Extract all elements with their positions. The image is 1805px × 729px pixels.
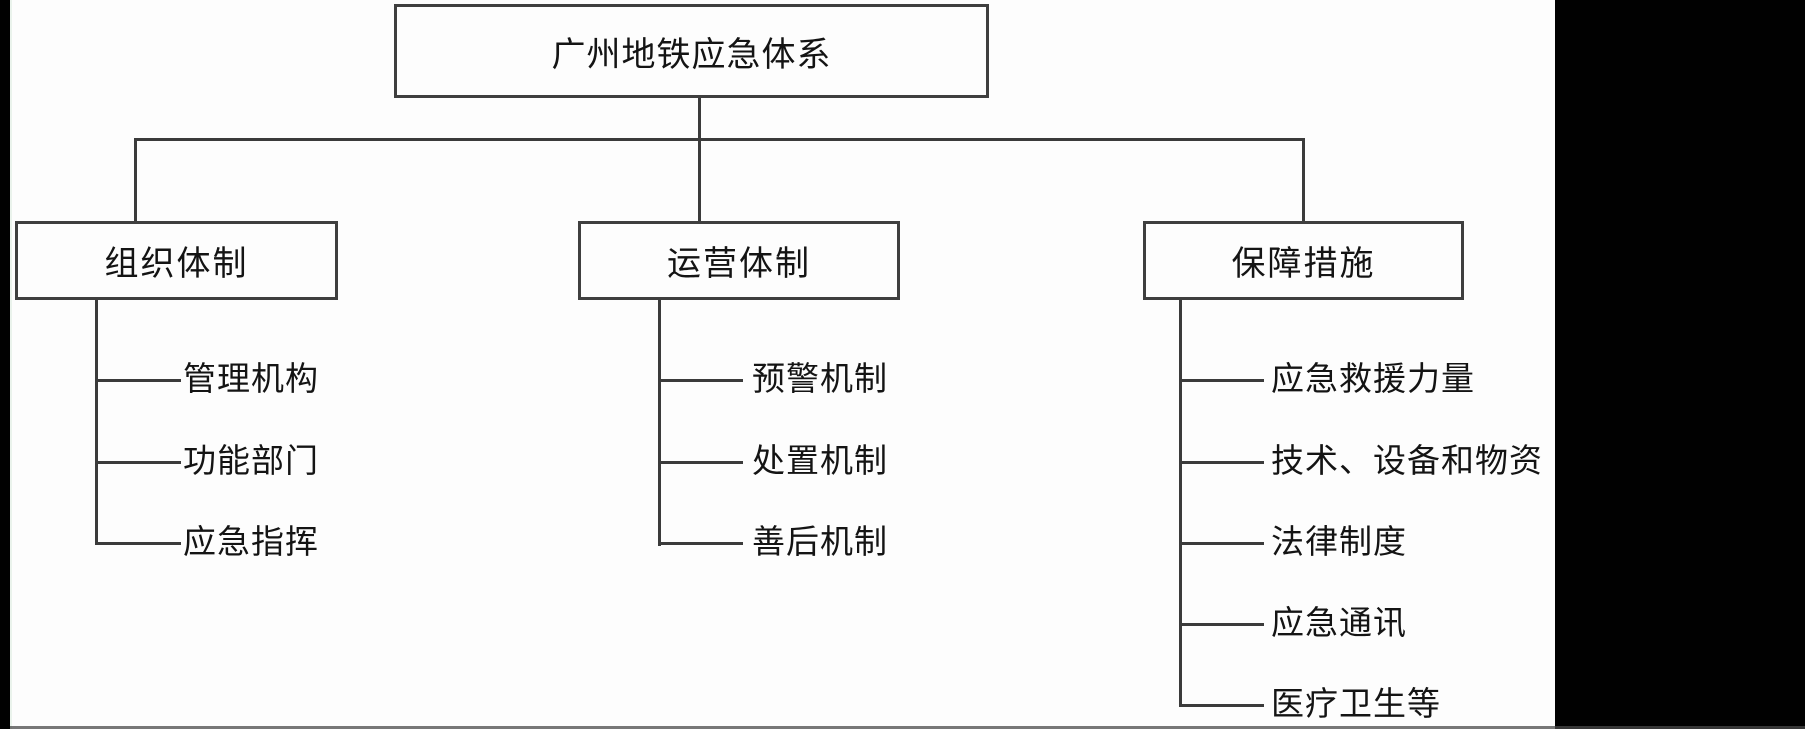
left-black-edge-bar (0, 0, 12, 729)
leaf-label: 功能部门 (183, 444, 319, 480)
leaf-tick-line (95, 542, 181, 545)
leaf-tick-line (95, 461, 181, 464)
leaf-label: 善后机制 (752, 525, 888, 561)
branch-drop-line-organization (134, 138, 137, 224)
leaf-tick-line (1179, 542, 1264, 545)
branch-stem-line-safeguard (1179, 299, 1182, 707)
leaf-label: 法律制度 (1271, 525, 1407, 561)
leaf-label: 应急救援力量 (1271, 362, 1475, 398)
leaf-label: 管理机构 (183, 362, 319, 398)
branch-stem-line-operation (658, 299, 661, 546)
horizontal-rail-line (134, 138, 1305, 141)
leaf-label: 应急通讯 (1271, 606, 1407, 642)
branch-node-label: 组织体制 (104, 246, 249, 283)
leaf-tick-line (1179, 704, 1264, 707)
leaf-label: 处置机制 (752, 444, 888, 480)
root-node-box: 广州地铁应急体系 (394, 4, 989, 98)
branch-drop-line-safeguard (1302, 138, 1305, 224)
bottom-edge-line (10, 726, 1805, 729)
leaf-label: 应急指挥 (183, 525, 319, 561)
branch-stem-line-organization (95, 299, 98, 545)
leaf-tick-line (1179, 623, 1264, 626)
branch-node-label: 运营体制 (667, 246, 811, 283)
leaf-tick-line (658, 461, 743, 464)
leaf-tick-line (1179, 461, 1264, 464)
leaf-tick-line (658, 379, 743, 382)
branch-node-box-safeguard: 保障措施 (1143, 221, 1464, 300)
leaf-label: 预警机制 (752, 362, 888, 398)
root-node-label: 广州地铁应急体系 (551, 36, 832, 74)
leaf-label: 技术、设备和物资 (1271, 444, 1543, 480)
leaf-tick-line (658, 542, 743, 545)
right-black-edge-bar (1555, 0, 1805, 729)
branch-node-box-organization: 组织体制 (15, 221, 338, 300)
branch-node-box-operation: 运营体制 (578, 221, 900, 300)
leaf-tick-line (95, 379, 181, 382)
leaf-tick-line (1179, 379, 1264, 382)
root-trunk-line (698, 97, 701, 141)
branch-node-label: 保障措施 (1231, 246, 1376, 283)
leaf-label: 医疗卫生等 (1271, 687, 1441, 723)
branch-drop-line-operation (698, 138, 701, 224)
